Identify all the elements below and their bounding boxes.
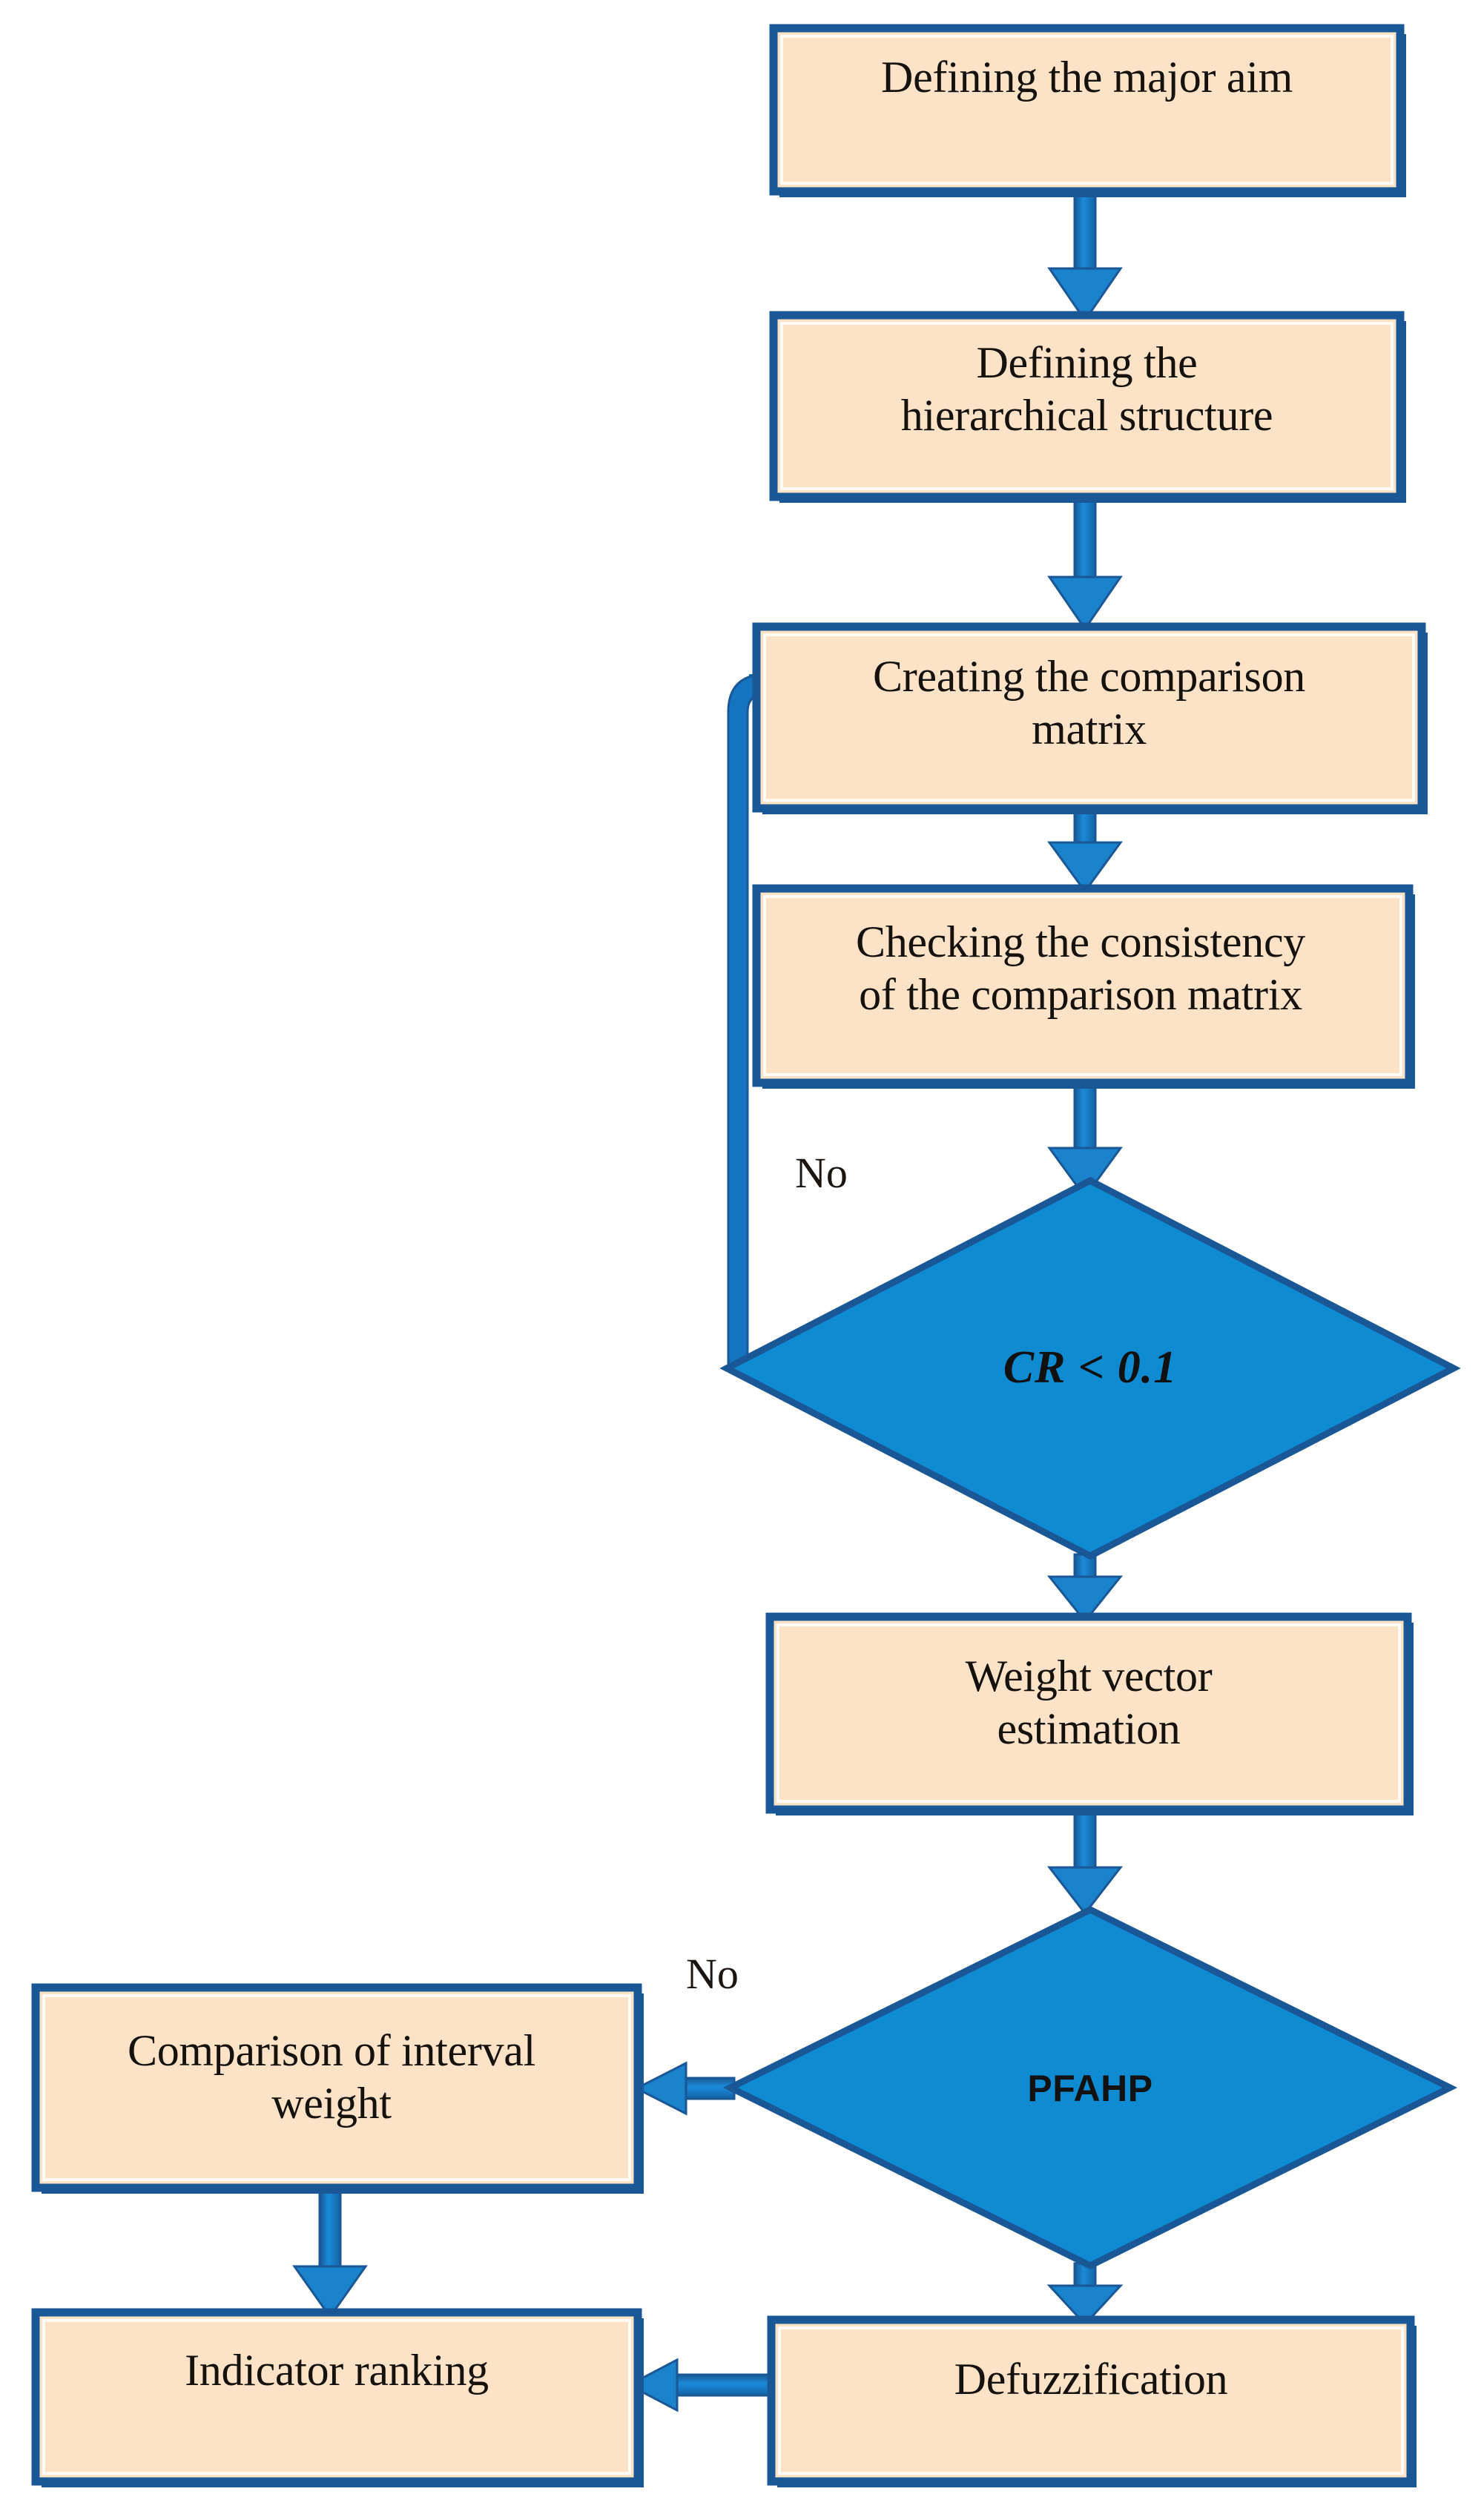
node-defuzzification[interactable]: [767, 2315, 1417, 2487]
node-defining-hierarchical-structure[interactable]: [769, 311, 1406, 503]
edge-matrix-to-consistency: [1047, 804, 1123, 894]
edge-weight-to-pfahp: [1046, 1805, 1124, 1916]
edge-aim-to-hierarchy: [1047, 185, 1123, 323]
edge-consistency-to-cr: [1047, 1078, 1123, 1199]
edge-cr-to-weight: [1046, 1553, 1124, 1623]
node-comparison-of-interval-weight[interactable]: [31, 1983, 644, 2194]
node-pfahp-decision[interactable]: [722, 1905, 1458, 2270]
node-checking-consistency[interactable]: [752, 884, 1415, 1089]
node-indicator-ranking[interactable]: [31, 2308, 644, 2487]
edge-interval-to-ranking: [292, 2183, 368, 2319]
edge-pfahp-no-to-interval: [633, 2061, 736, 2116]
edge-hierarchy-to-matrix: [1047, 492, 1123, 631]
edge-pfahp-to-defuzzification: [1046, 2262, 1124, 2326]
node-weight-vector-estimation[interactable]: [765, 1612, 1414, 1815]
node-cr-decision[interactable]: [719, 1176, 1461, 1560]
node-defining-major-aim[interactable]: [769, 24, 1406, 197]
edge-defuzzification-to-ranking: [626, 2358, 776, 2412]
node-creating-comparison-matrix[interactable]: [752, 622, 1428, 814]
